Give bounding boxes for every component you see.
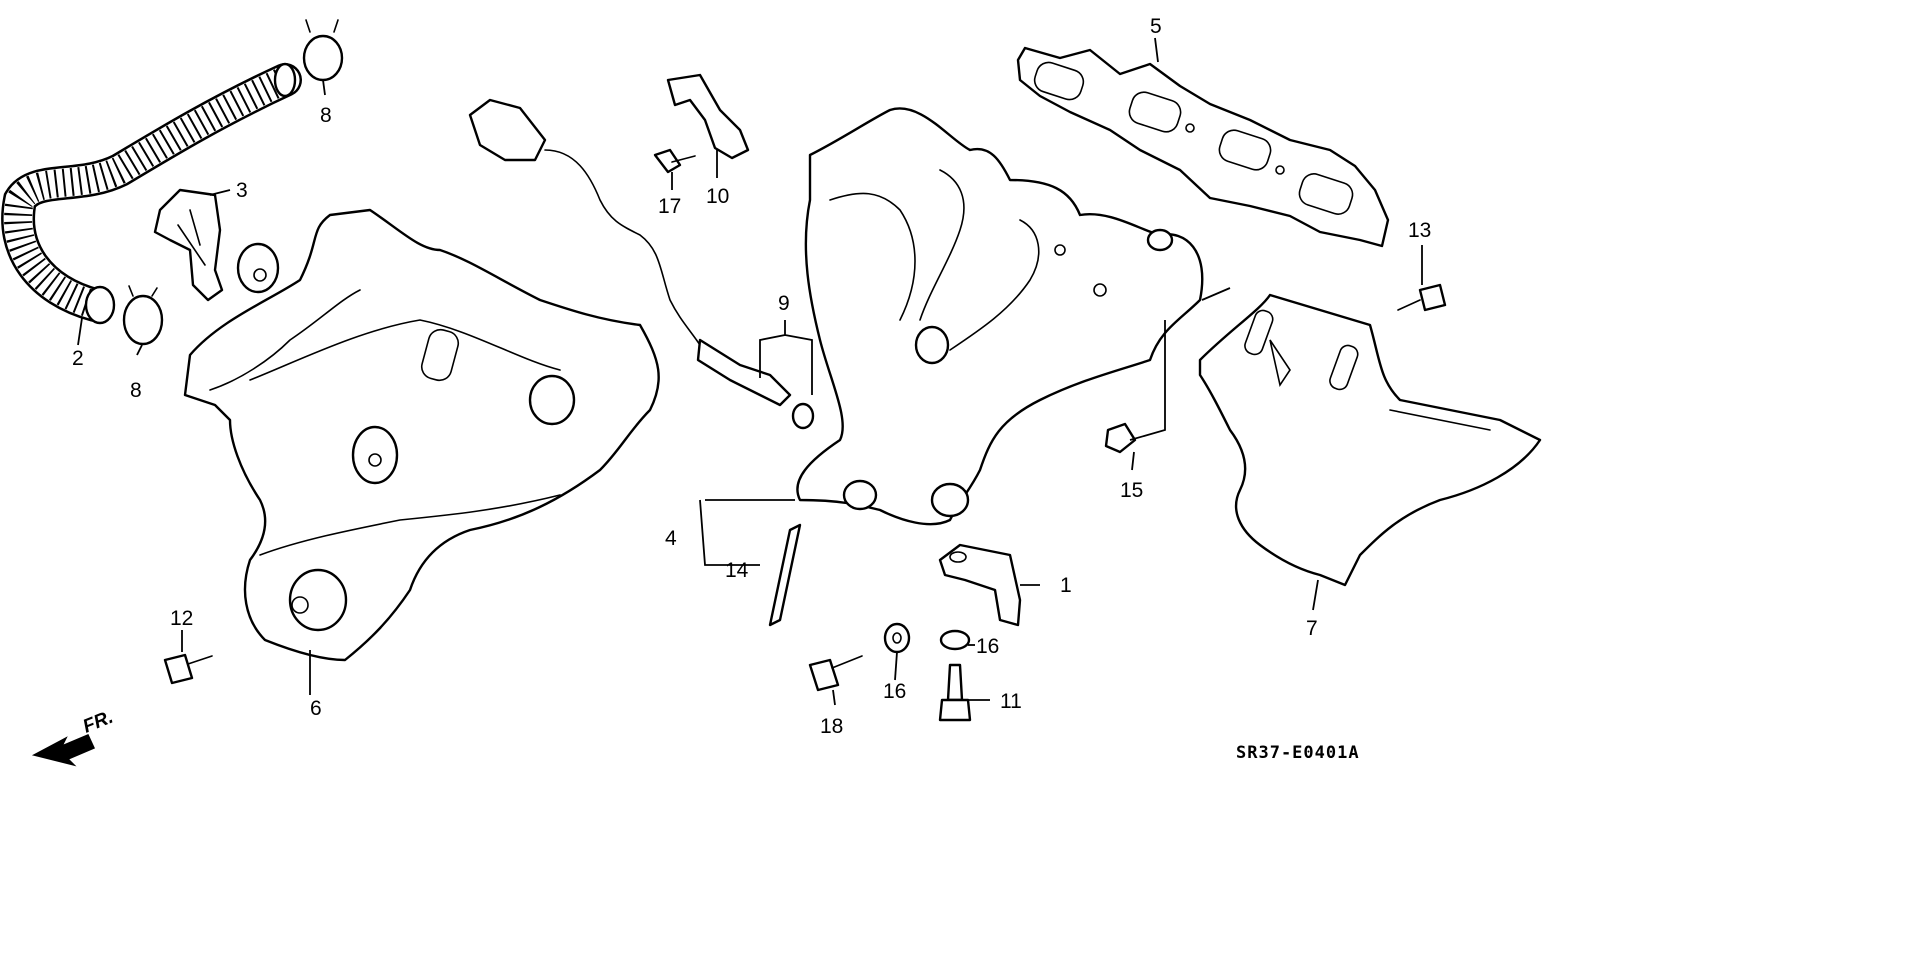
parts-diagram: 1 2 3 4 5 6 7 8 8 9 10 11 12 13 14 15 16… xyxy=(1,15,1542,767)
bolt-part-17 xyxy=(653,148,696,174)
callout-14: 14 xyxy=(725,559,749,582)
callout-10: 10 xyxy=(706,185,729,208)
front-direction-marker: FR. xyxy=(31,707,116,767)
callout-2: 2 xyxy=(72,347,84,370)
callout-11: 11 xyxy=(1000,690,1022,713)
leader-lines xyxy=(77,37,1423,706)
clip-part-top xyxy=(302,19,344,82)
exhaust-manifold-part xyxy=(796,107,1204,526)
callout-7: 7 xyxy=(1306,617,1318,640)
callout-8-top: 8 xyxy=(320,104,332,127)
bracket-part-10 xyxy=(666,73,750,160)
callout-5: 5 xyxy=(1150,15,1162,38)
callout-18: 18 xyxy=(820,715,843,738)
bolt-part-12 xyxy=(163,653,213,685)
callout-12: 12 xyxy=(170,607,193,630)
bolt-part-18 xyxy=(808,655,863,692)
heat-shield-right-part xyxy=(1198,293,1542,587)
callout-8-lower: 8 xyxy=(130,379,142,402)
callout-6: 6 xyxy=(310,697,322,720)
callout-16-right: 16 xyxy=(976,635,999,658)
arrow-front-icon xyxy=(31,734,96,767)
callout-15: 15 xyxy=(1120,479,1143,502)
stud-part-14 xyxy=(768,523,802,627)
callout-4: 4 xyxy=(665,527,677,550)
diagram-code: SR37-E0401A xyxy=(1236,743,1360,763)
flexible-hose-part xyxy=(1,62,302,325)
clip-part-lower xyxy=(122,285,164,346)
callout-13: 13 xyxy=(1408,219,1431,242)
nut-part-15 xyxy=(1104,422,1137,454)
bracket-part-1 xyxy=(938,543,1022,627)
bracket-part-3 xyxy=(153,188,224,302)
oxygen-sensor-part xyxy=(468,98,815,430)
washer-part-16b xyxy=(939,629,971,651)
bolt-part-13 xyxy=(1397,283,1447,312)
callout-labels: 1 2 3 4 5 6 7 8 8 9 10 11 12 13 14 15 16… xyxy=(72,15,1431,738)
bolt-part-11 xyxy=(938,663,972,722)
front-label: FR. xyxy=(80,707,116,738)
callout-3: 3 xyxy=(236,179,248,202)
heat-shield-left-part xyxy=(183,208,660,662)
callout-16-lower: 16 xyxy=(883,680,906,703)
callout-1: 1 xyxy=(1060,574,1072,597)
gasket-part xyxy=(1016,46,1390,248)
callout-9: 9 xyxy=(778,292,790,315)
callout-17: 17 xyxy=(658,195,681,218)
washer-part-16a xyxy=(883,622,911,654)
